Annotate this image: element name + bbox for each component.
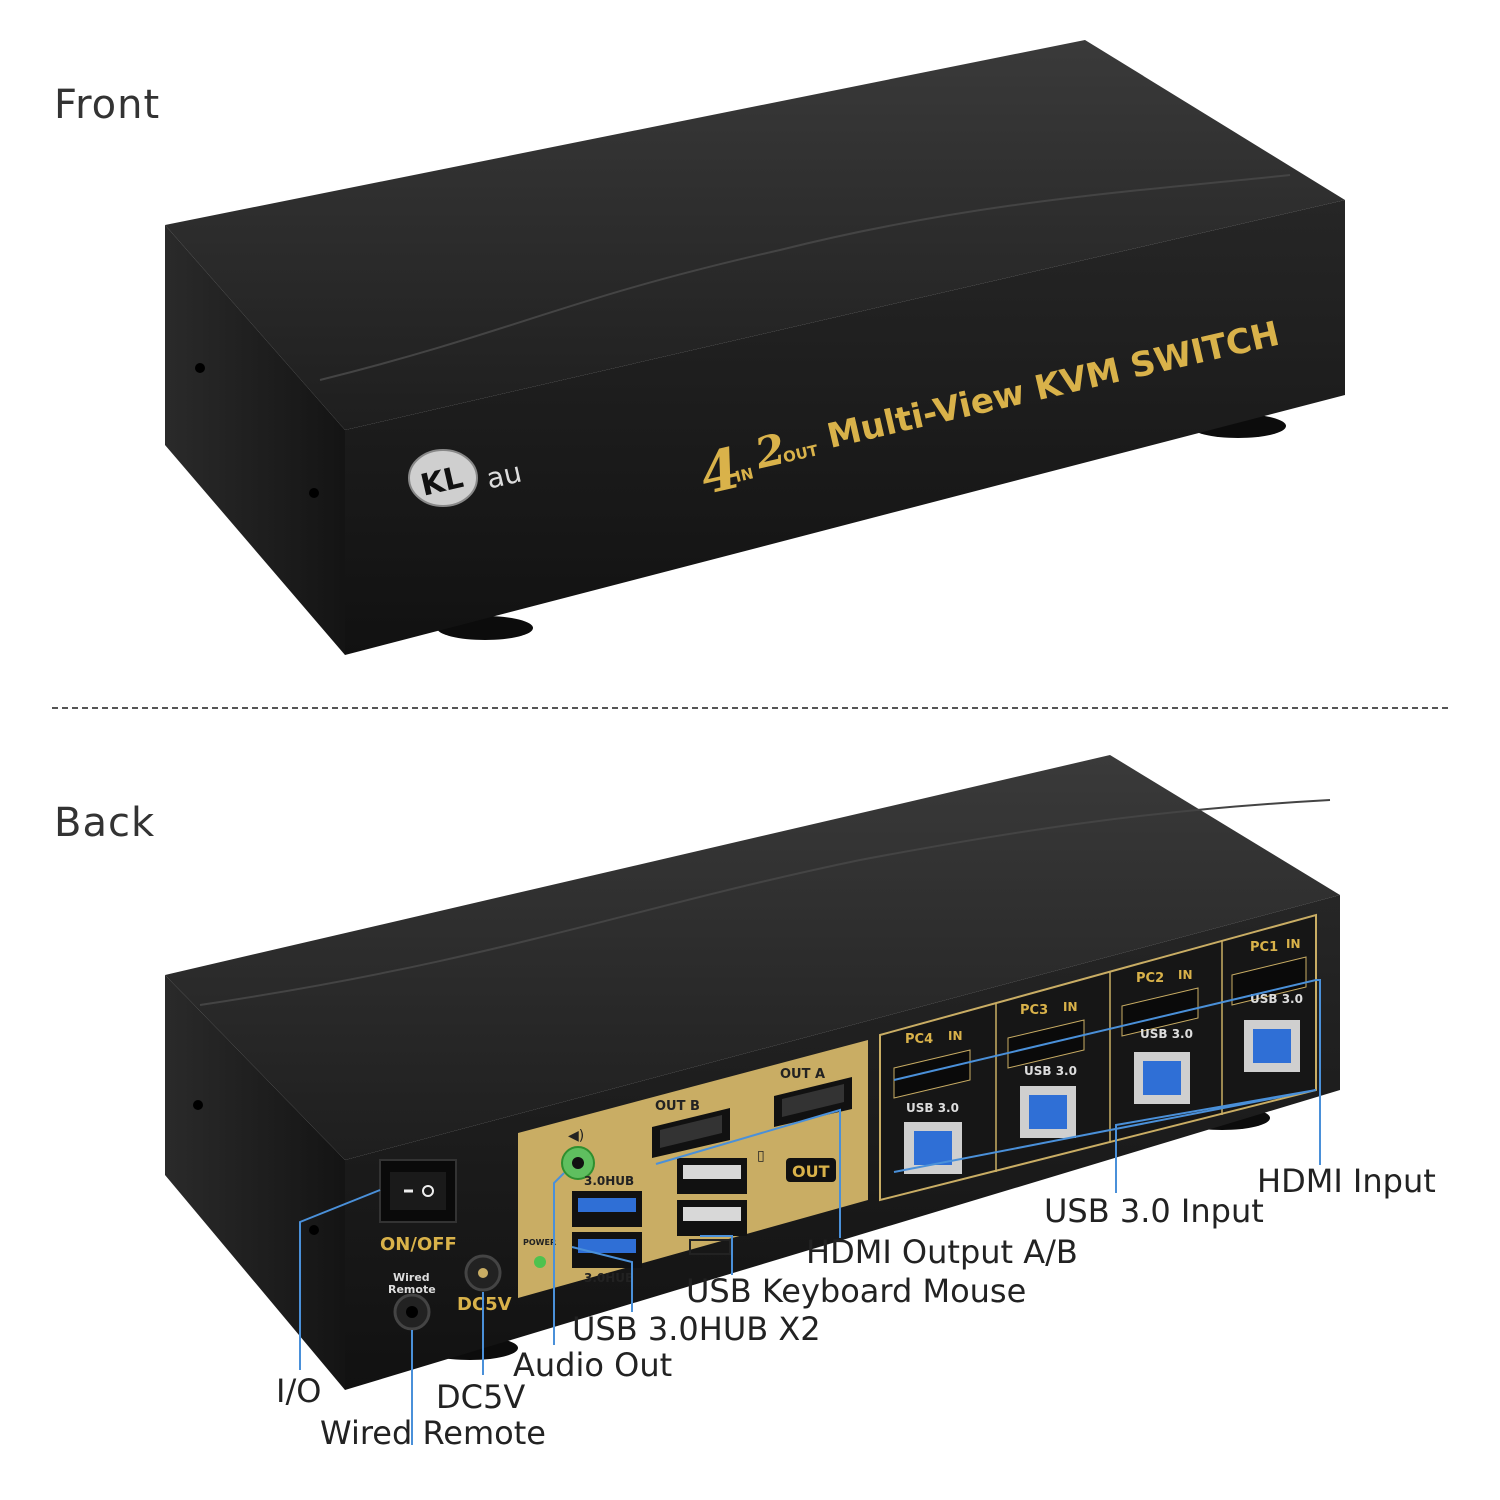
pc4-hdmi-input-port[interactable] bbox=[893, 1049, 971, 1099]
pc1-hdmi-input-port[interactable] bbox=[1231, 956, 1307, 1006]
rocker-off-mark bbox=[422, 1185, 434, 1197]
front-left-side bbox=[165, 225, 345, 655]
power-led bbox=[534, 1256, 546, 1268]
hdmi-output-callout: HDMI Output A/B bbox=[806, 1233, 1078, 1271]
pc1-usb-b-tongue bbox=[1253, 1029, 1291, 1063]
audio-hole bbox=[572, 1157, 584, 1169]
back-top-cover bbox=[165, 755, 1340, 1160]
section-divider bbox=[52, 707, 1448, 709]
usb30-input-callout: USB 3.0 Input bbox=[1044, 1192, 1264, 1230]
hdmi-output-callout-line bbox=[655, 1108, 841, 1238]
pc1-label: PC1 bbox=[1250, 940, 1278, 955]
on-off-label: ON/OFF bbox=[380, 1234, 457, 1255]
usb-hub-callout-line bbox=[571, 1246, 633, 1312]
hdmi-input-callout: HDMI Input bbox=[1257, 1162, 1436, 1200]
audio-out-callout-line bbox=[553, 1172, 565, 1345]
pc4-usb-label: USB 3.0 bbox=[906, 1101, 959, 1115]
back-screw-hole bbox=[193, 1100, 203, 1110]
usb-keyboard-mouse-callout: USB Keyboard Mouse bbox=[686, 1272, 1027, 1310]
usb-hub-port-2-tongue bbox=[578, 1239, 636, 1253]
usb-keyboard-port-tongue bbox=[683, 1207, 741, 1221]
front-screw-hole bbox=[309, 488, 319, 498]
remote-label-1: Wired bbox=[393, 1271, 430, 1284]
io-callout-line bbox=[299, 1189, 381, 1370]
model-in-text: IN bbox=[734, 464, 756, 486]
front-screw-hole bbox=[195, 363, 205, 373]
pc1-usb-label: USB 3.0 bbox=[1250, 992, 1303, 1006]
pc3-in-label: IN bbox=[1063, 1000, 1078, 1014]
pc4-usb-b-tongue bbox=[914, 1131, 952, 1165]
usb-mouse-port-tongue bbox=[683, 1165, 741, 1179]
mouse-icon: ▯ bbox=[757, 1148, 765, 1164]
back-screw-hole bbox=[309, 1225, 319, 1235]
back-top-curve bbox=[199, 799, 1331, 1006]
rocker-face bbox=[390, 1172, 446, 1210]
front-face-panel bbox=[345, 200, 1345, 655]
wired-remote-callout: Wired Remote bbox=[320, 1414, 546, 1452]
usb30-input-callout-line bbox=[893, 1089, 1317, 1193]
audio-out-callout: Audio Out bbox=[513, 1346, 673, 1384]
pc3-usb-label: USB 3.0 bbox=[1024, 1064, 1077, 1078]
pc4-in-label: IN bbox=[948, 1029, 963, 1043]
logo-au-text: au bbox=[483, 456, 524, 496]
pc1-in-label: IN bbox=[1286, 937, 1301, 951]
back-section-title: Back bbox=[54, 800, 156, 846]
pc2-usb-label: USB 3.0 bbox=[1140, 1027, 1193, 1041]
dc5v-panel-label: DC5V bbox=[457, 1294, 512, 1315]
front-top-curve bbox=[319, 174, 1291, 381]
keyboard-icon bbox=[689, 1239, 731, 1255]
hub-label-bottom: 3.0HUB bbox=[584, 1271, 634, 1285]
remote-label-2: Remote bbox=[388, 1283, 436, 1296]
io-callout: I/O bbox=[276, 1372, 322, 1410]
hub-label-top: 3.0HUB bbox=[584, 1174, 634, 1188]
pc2-in-label: IN bbox=[1178, 968, 1193, 982]
pc4-label: PC4 bbox=[905, 1032, 933, 1047]
hdmi-input-callout-line bbox=[893, 979, 1321, 1165]
front-top-cover bbox=[165, 40, 1345, 430]
hdmi-output-b-pins bbox=[660, 1115, 722, 1148]
hdmi-output-a-pins bbox=[782, 1084, 844, 1117]
pc2-label: PC2 bbox=[1136, 971, 1164, 986]
out-badge bbox=[786, 1158, 836, 1182]
speaker-icon: ◀) bbox=[568, 1128, 584, 1144]
pc3-usb-b-tongue bbox=[1029, 1095, 1067, 1129]
jack-hole bbox=[406, 1306, 418, 1318]
dc-pin bbox=[478, 1268, 488, 1278]
cklau-logo bbox=[408, 449, 478, 507]
front-section-title: Front bbox=[54, 82, 161, 128]
out-badge-text: OUT bbox=[792, 1162, 830, 1181]
dc5v-callout: DC5V bbox=[436, 1378, 526, 1416]
out-a-label: OUT A bbox=[780, 1067, 825, 1082]
power-led-label: POWER bbox=[523, 1238, 556, 1247]
usb-keyboard-mouse-callout-line bbox=[700, 1235, 733, 1275]
pc3-label: PC3 bbox=[1020, 1003, 1048, 1018]
out-b-label: OUT B bbox=[655, 1099, 700, 1114]
pc2-usb-b-tongue bbox=[1143, 1061, 1181, 1095]
usb-hub-port-1-tongue bbox=[578, 1198, 636, 1212]
usb-hub-callout: USB 3.0HUB X2 bbox=[572, 1310, 821, 1348]
